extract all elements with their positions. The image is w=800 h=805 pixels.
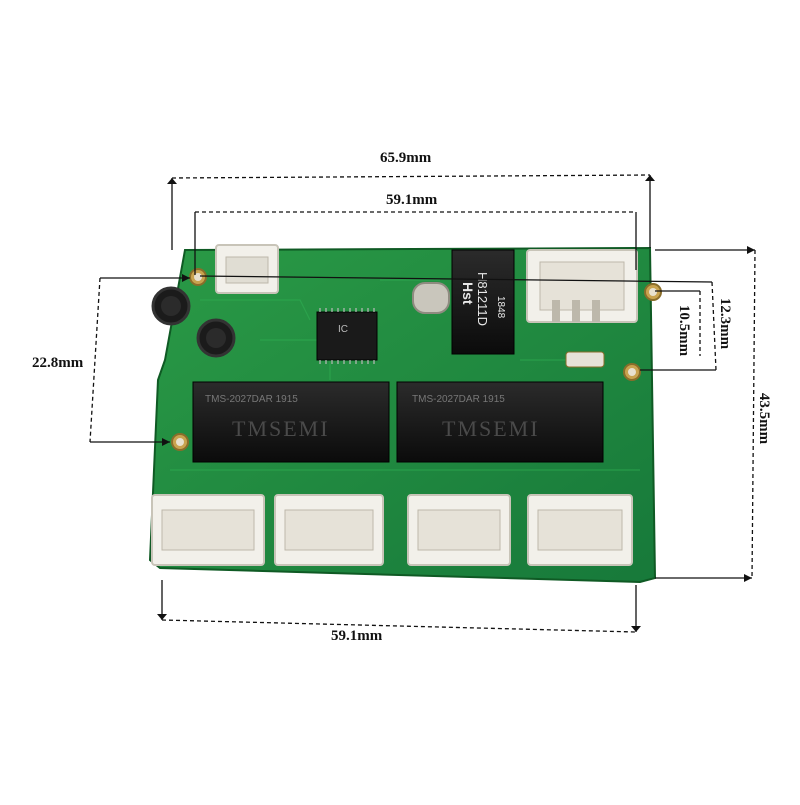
capacitor-left bbox=[151, 286, 191, 326]
crystal-oscillator bbox=[412, 282, 450, 314]
left-transformer-part: TMS-2027DAR 1915 bbox=[205, 394, 298, 405]
top-connector-right bbox=[526, 249, 638, 323]
resettable-fuse bbox=[565, 351, 605, 368]
right-transformer bbox=[396, 381, 604, 463]
ic-label: IC bbox=[338, 324, 348, 335]
top-transformer-brand: Hst bbox=[460, 282, 476, 305]
dim-right-mid: 12.3mm bbox=[717, 297, 734, 350]
main-ic-chip bbox=[316, 308, 378, 364]
dim-top-overall: 65.9mm bbox=[380, 150, 432, 166]
left-transformer-brand: TMSEMI bbox=[232, 416, 330, 441]
top-connector-small bbox=[215, 244, 279, 294]
top-transformer-part: H81211D bbox=[475, 272, 490, 326]
dimension-lines bbox=[89, 174, 756, 633]
right-transformer-part: TMS-2027DAR 1915 bbox=[412, 394, 505, 405]
top-transformer-date: 1848 bbox=[495, 296, 506, 319]
left-transformer bbox=[192, 381, 390, 463]
dimension-arrows bbox=[157, 175, 755, 632]
right-transformer-brand: TMSEMI bbox=[442, 416, 540, 441]
dim-right-small: 10.5mm bbox=[676, 304, 693, 357]
dim-left-height: 22.8mm bbox=[32, 355, 84, 371]
dim-top-inner: 59.1mm bbox=[386, 192, 438, 208]
dim-right-total: 43.5mm bbox=[756, 392, 773, 445]
capacitor-right bbox=[196, 318, 236, 358]
bottom-connectors bbox=[151, 494, 633, 566]
top-transformer bbox=[451, 249, 515, 355]
mounting-holes bbox=[171, 268, 662, 451]
dim-bottom: 59.1mm bbox=[331, 628, 383, 644]
